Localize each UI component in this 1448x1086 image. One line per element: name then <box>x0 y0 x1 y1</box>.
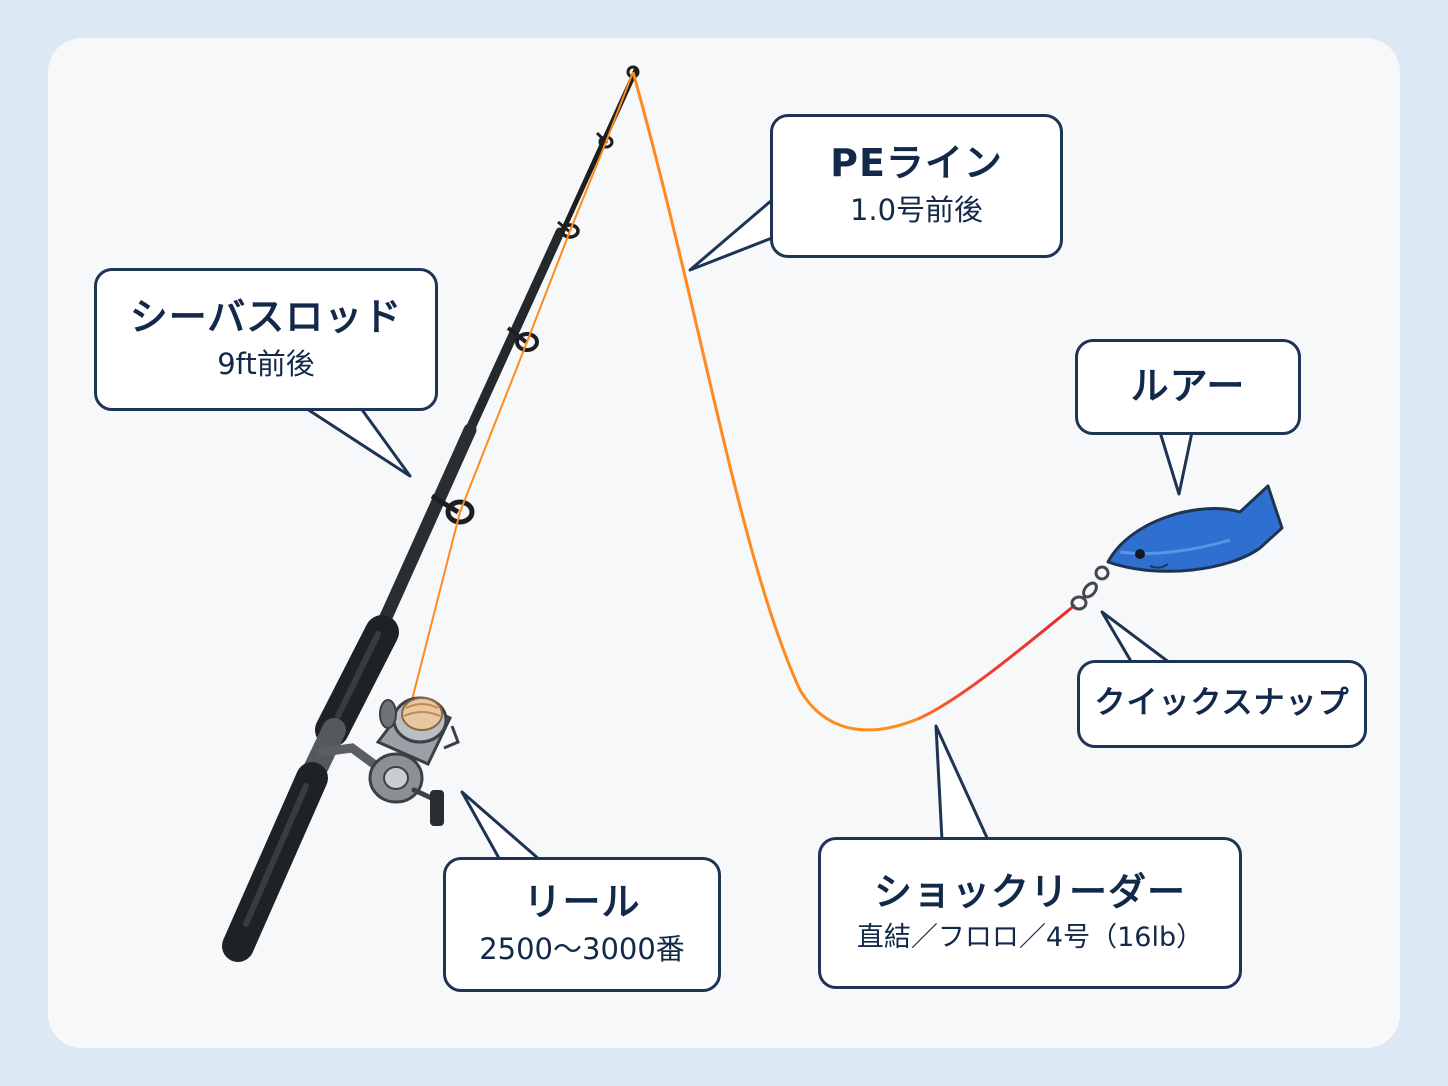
line-on-rod <box>411 71 634 701</box>
pe-line-callout: PEライン 1.0号前後 <box>770 114 1063 258</box>
reel-size-label: 2500〜3000番 <box>479 931 685 966</box>
leader-spec-label: 直結／フロロ／4号（16lb） <box>856 922 1204 954</box>
pe-line-size-label: 1.0号前後 <box>849 193 984 227</box>
reel-callout: リール 2500〜3000番 <box>443 857 721 992</box>
rod-length-label: 9ft前後 <box>217 346 315 381</box>
pe-line <box>631 71 921 732</box>
leader-label: ショックリーダー <box>873 869 1186 914</box>
fishing-rod-icon <box>222 67 639 962</box>
snap-label: クイックスナップ <box>1094 685 1350 722</box>
lure-label: ルアー <box>1130 364 1246 409</box>
reel-label: リール <box>523 879 641 924</box>
pe-line-label: PEライン <box>830 141 1003 186</box>
leader-callout: ショックリーダー 直結／フロロ／4号（16lb） <box>818 837 1242 989</box>
rod-callout: シーバスロッド 9ft前後 <box>94 268 438 411</box>
snap-swivel-icon <box>1070 565 1110 611</box>
line-guide-icon <box>430 65 640 525</box>
rod-label: シーバスロッド <box>129 294 403 339</box>
shock-leader-line <box>917 603 1076 721</box>
lure-callout: ルアー <box>1075 339 1301 435</box>
callout-pointers <box>300 195 1196 864</box>
spinning-reel-icon <box>317 696 460 826</box>
fish-lure-icon <box>1106 484 1284 573</box>
snap-callout: クイックスナップ <box>1077 660 1367 748</box>
